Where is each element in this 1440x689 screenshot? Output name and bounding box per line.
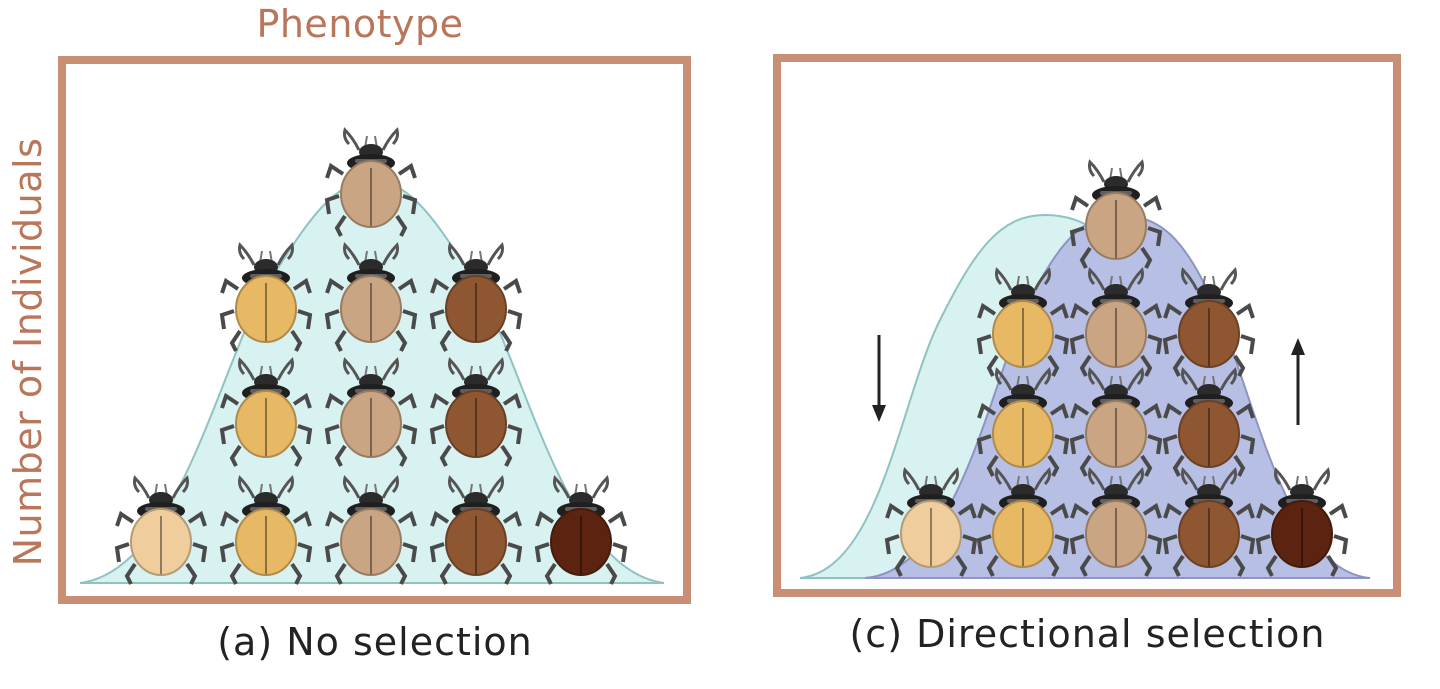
beetle-icon [977,468,1069,578]
beetle-icon [1163,468,1255,578]
beetle-icon [1070,268,1162,378]
caption-directional-selection: (c) Directional selection [849,612,1326,656]
beetle-icon [1070,468,1162,578]
beetle-icon [220,243,312,353]
panel-directional-selection [773,54,1401,597]
beetle-icon [977,368,1069,478]
beetle-group [885,160,1348,578]
arrow-down-icon [872,335,886,422]
caption-no-selection: (a) No selection [217,620,533,664]
arrow-up-icon [1291,338,1305,425]
beetle-icon [325,358,417,468]
beetle-icon [430,476,522,586]
beetle-icon [325,476,417,586]
beetle-icon [885,468,977,578]
beetle-icon [1070,368,1162,478]
x-axis-label: Phenotype [256,2,464,46]
panel-no-selection [58,56,691,604]
beetle-icon [430,358,522,468]
beetle-icon [1256,468,1348,578]
beetle-icon [325,128,417,238]
beetle-icon [1070,160,1162,270]
beetle-icon [430,243,522,353]
beetle-icon [1163,368,1255,478]
beetle-icon [535,476,627,586]
beetle-icon [115,476,207,586]
beetle-group [115,128,627,586]
beetle-icon [220,476,312,586]
beetle-icon [977,268,1069,378]
beetle-icon [325,243,417,353]
beetle-icon [1163,268,1255,378]
beetle-icon [220,358,312,468]
